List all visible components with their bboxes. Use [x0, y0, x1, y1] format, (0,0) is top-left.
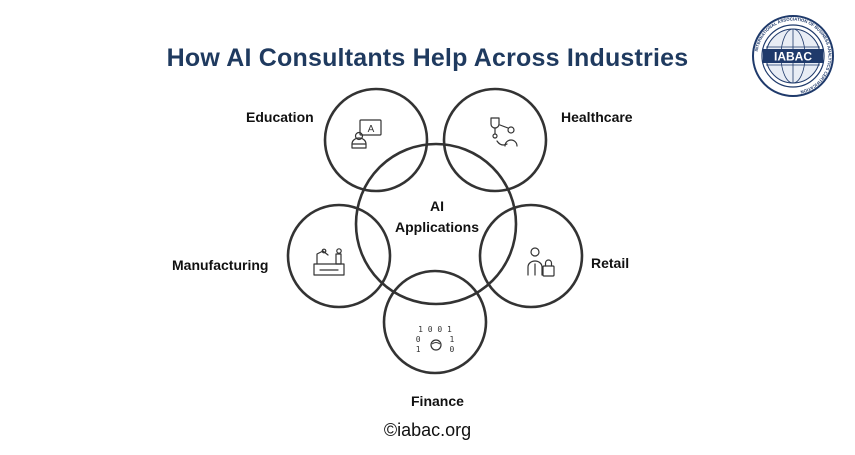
page-title: How AI Consultants Help Across Industrie…	[166, 44, 689, 72]
manufacturing-icon	[313, 248, 345, 276]
healthcare-circle	[442, 87, 548, 193]
logo-text: IABAC	[774, 50, 812, 64]
label-finance: Finance	[411, 393, 464, 409]
label-retail: Retail	[591, 255, 630, 271]
retail-circle	[478, 203, 584, 309]
svg-text:A: A	[368, 124, 375, 135]
finance-icon: 1 0 0 1 0 1 1 0	[416, 325, 455, 354]
center-label-line1: AI	[430, 198, 444, 214]
iabac-logo: IABAC INTERNATIONAL ASSOCIATION OF BUSIN…	[752, 15, 834, 97]
svg-text:1 0 0 1: 1 0 0 1	[418, 325, 452, 334]
retail-icon	[527, 247, 555, 277]
label-manufacturing: Manufacturing	[172, 257, 269, 273]
healthcare-icon	[490, 117, 518, 147]
center-label-line2: Applications	[394, 219, 479, 235]
center-circle	[354, 142, 518, 306]
education-circle	[323, 87, 429, 193]
education-icon: A	[351, 119, 382, 149]
manufacturing-circle	[286, 203, 392, 309]
finance-circle	[382, 269, 488, 375]
label-healthcare: Healthcare	[561, 109, 633, 125]
footer-credit: ©iabac.org	[383, 420, 472, 440]
center-label: AI Applications	[372, 196, 502, 238]
label-education: Education	[246, 109, 314, 125]
